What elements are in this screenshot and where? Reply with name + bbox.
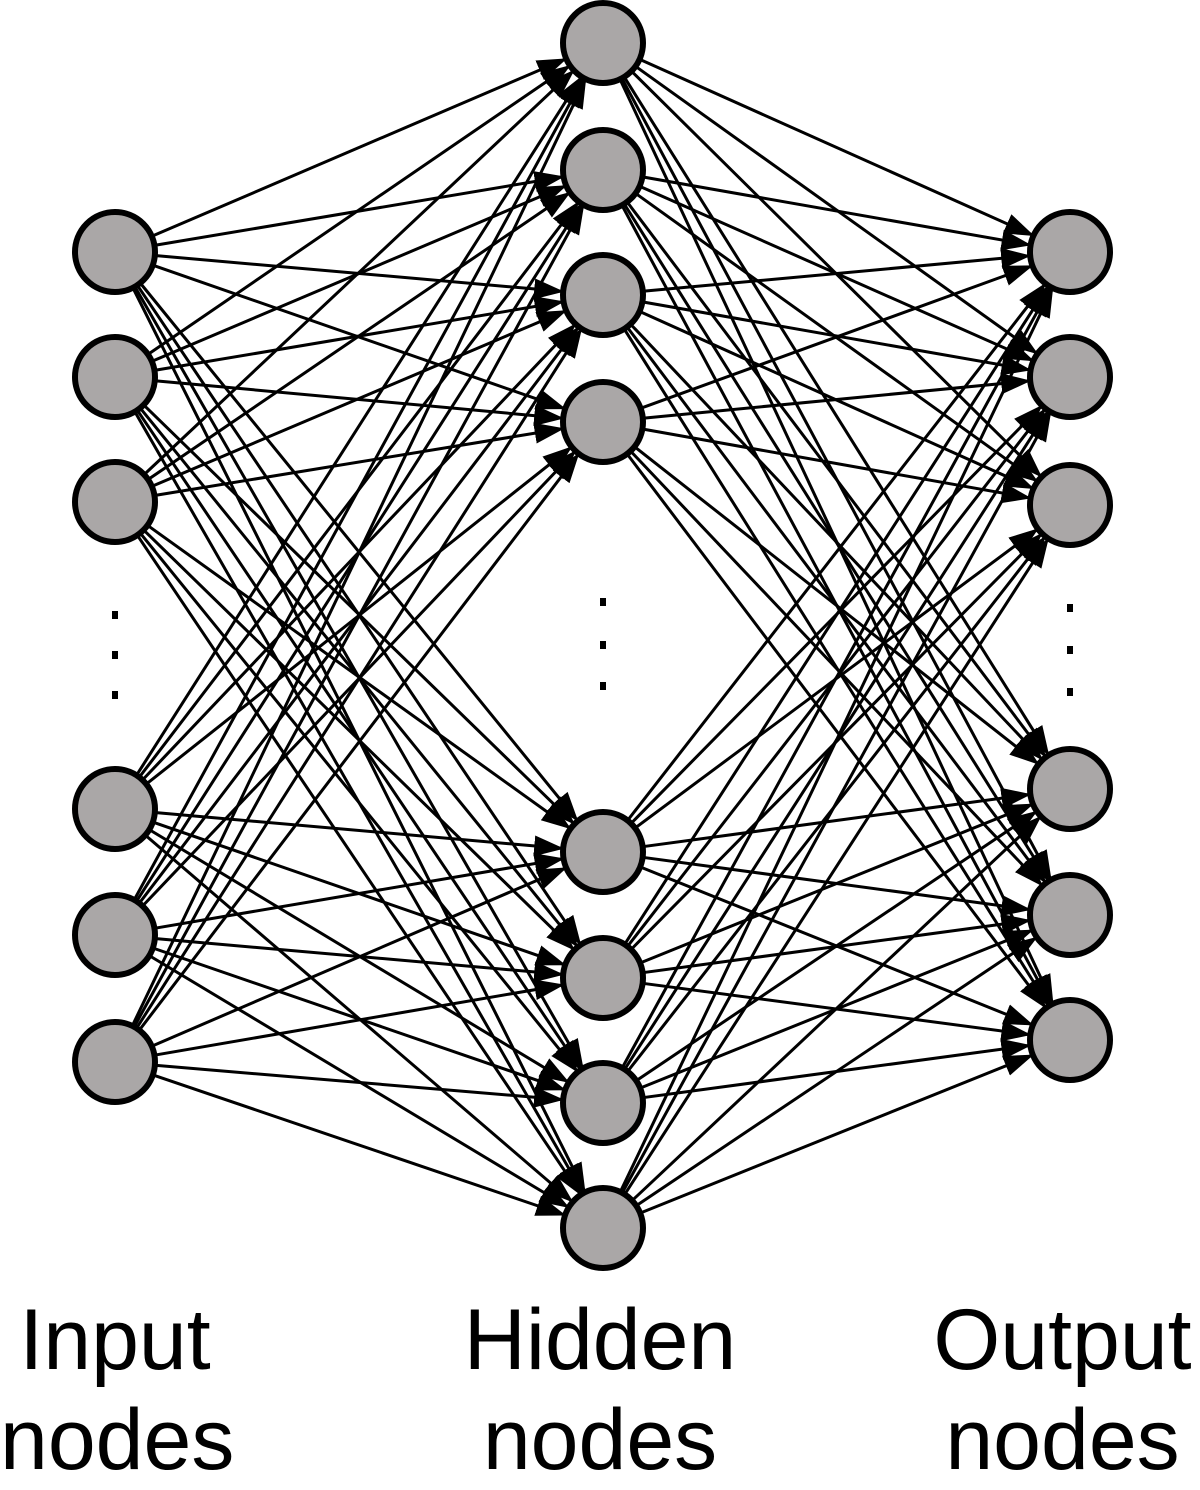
edge-input-3-hidden-6	[142, 528, 576, 951]
input-ellipsis-dot-1	[112, 611, 118, 619]
edge-input-6-hidden-1	[130, 78, 587, 1027]
edge-hidden-3-output-1	[642, 247, 1032, 293]
output-node-1	[1027, 209, 1113, 295]
hidden-layer-label: Hidden nodes	[455, 1290, 745, 1490]
hidden-ellipsis-dot-2	[600, 641, 606, 649]
layer-ellipses	[112, 598, 1073, 699]
edge-hidden-2-output-1	[642, 175, 1032, 251]
hidden-node-1	[560, 0, 646, 86]
hidden-node-6	[560, 935, 646, 1021]
hidden-ellipsis-dot-1	[600, 598, 606, 606]
input-label-line2: nodes	[0, 1392, 235, 1488]
edge-input-1-hidden-1	[151, 58, 568, 238]
edge-hidden-8-output-4	[631, 815, 1042, 1202]
input-node-1	[72, 209, 158, 295]
edge-input-6-hidden-3	[135, 327, 583, 1030]
edge-input-6-hidden-5	[151, 867, 568, 1048]
edge-hidden-4-output-4	[633, 445, 1040, 765]
hidden-node-3	[560, 252, 646, 338]
edge-input-3-hidden-1	[143, 69, 575, 476]
edge-input-3-hidden-7	[139, 532, 579, 1073]
edge-hidden-6-output-4	[639, 803, 1034, 965]
input-node-3	[72, 459, 158, 545]
edge-input-3-hidden-4	[154, 422, 565, 497]
input-label-line1: Input	[19, 1292, 211, 1388]
hidden-label-line2: nodes	[482, 1392, 718, 1488]
output-ellipsis-dot-1	[1067, 604, 1073, 612]
edge-hidden-4-output-3	[642, 427, 1032, 504]
edge-hidden-1-output-1	[638, 57, 1035, 237]
connection-edges	[130, 57, 1054, 1216]
edge-hidden-6-output-1	[623, 284, 1049, 946]
edge-hidden-5-output-1	[626, 282, 1047, 822]
hidden-node-5	[560, 809, 646, 895]
edge-input-4-hidden-5	[154, 811, 565, 857]
edge-hidden-8-output-1	[618, 287, 1054, 1193]
hidden-node-7	[560, 1060, 646, 1146]
edge-input-5-hidden-1	[132, 77, 585, 901]
edge-hidden-7-output-4	[635, 810, 1038, 1082]
edge-input-6-hidden-2	[132, 204, 585, 1028]
output-node-2	[1027, 334, 1113, 420]
output-ellipsis-dot-2	[1067, 646, 1073, 654]
edge-input-6-hidden-4	[138, 453, 580, 1032]
edge-hidden-8-output-6	[639, 1054, 1034, 1215]
output-node-5	[1027, 872, 1113, 958]
edge-hidden-4-output-5	[629, 449, 1044, 887]
output-ellipsis-dot-3	[1067, 688, 1073, 696]
edge-hidden-2-output-4	[625, 200, 1047, 758]
output-label-line1: Output	[933, 1292, 1192, 1388]
hidden-node-2	[560, 127, 646, 213]
edge-input-6-hidden-8	[152, 1073, 567, 1216]
neural-network-diagram	[72, 0, 1113, 1271]
edge-hidden-1-output-4	[622, 76, 1050, 756]
edge-input-5-hidden-5	[154, 853, 565, 930]
input-ellipsis-dot-2	[112, 651, 118, 659]
edge-hidden-8-output-2	[620, 411, 1052, 1194]
edge-input-3-hidden-5	[146, 524, 572, 830]
network-nodes	[72, 0, 1113, 1271]
edge-input-6-hidden-7	[154, 1063, 565, 1108]
hidden-node-4	[560, 379, 646, 465]
output-node-3	[1027, 462, 1113, 548]
edge-hidden-4-output-6	[625, 452, 1047, 1009]
output-node-6	[1027, 997, 1113, 1083]
input-node-6	[72, 1019, 158, 1105]
edge-input-3-hidden-8	[136, 534, 582, 1196]
edge-input-2-hidden-1	[147, 65, 571, 356]
output-label-line2: nodes	[945, 1392, 1180, 1488]
hidden-label-line1: Hidden	[463, 1292, 737, 1388]
edge-hidden-4-output-1	[640, 264, 1034, 410]
edge-input-4-hidden-1	[135, 75, 583, 777]
output-node-4	[1027, 746, 1113, 832]
input-node-5	[72, 892, 158, 978]
hidden-node-8	[560, 1185, 646, 1271]
input-layer-label: Input nodes	[0, 1290, 235, 1490]
edge-input-3-hidden-2	[147, 191, 571, 481]
edge-hidden-8-output-3	[623, 537, 1049, 1196]
hidden-ellipsis-dot-3	[600, 682, 606, 690]
edge-hidden-5-output-4	[642, 787, 1032, 849]
edge-hidden-8-output-5	[635, 936, 1038, 1207]
edge-hidden-3-output-4	[629, 323, 1044, 761]
input-node-4	[72, 766, 158, 852]
edge-hidden-7-output-1	[620, 286, 1052, 1069]
input-node-2	[72, 334, 158, 420]
output-layer-label: Output nodes	[925, 1290, 1200, 1490]
edge-input-6-hidden-6	[154, 979, 565, 1057]
input-ellipsis-dot-3	[112, 691, 118, 699]
